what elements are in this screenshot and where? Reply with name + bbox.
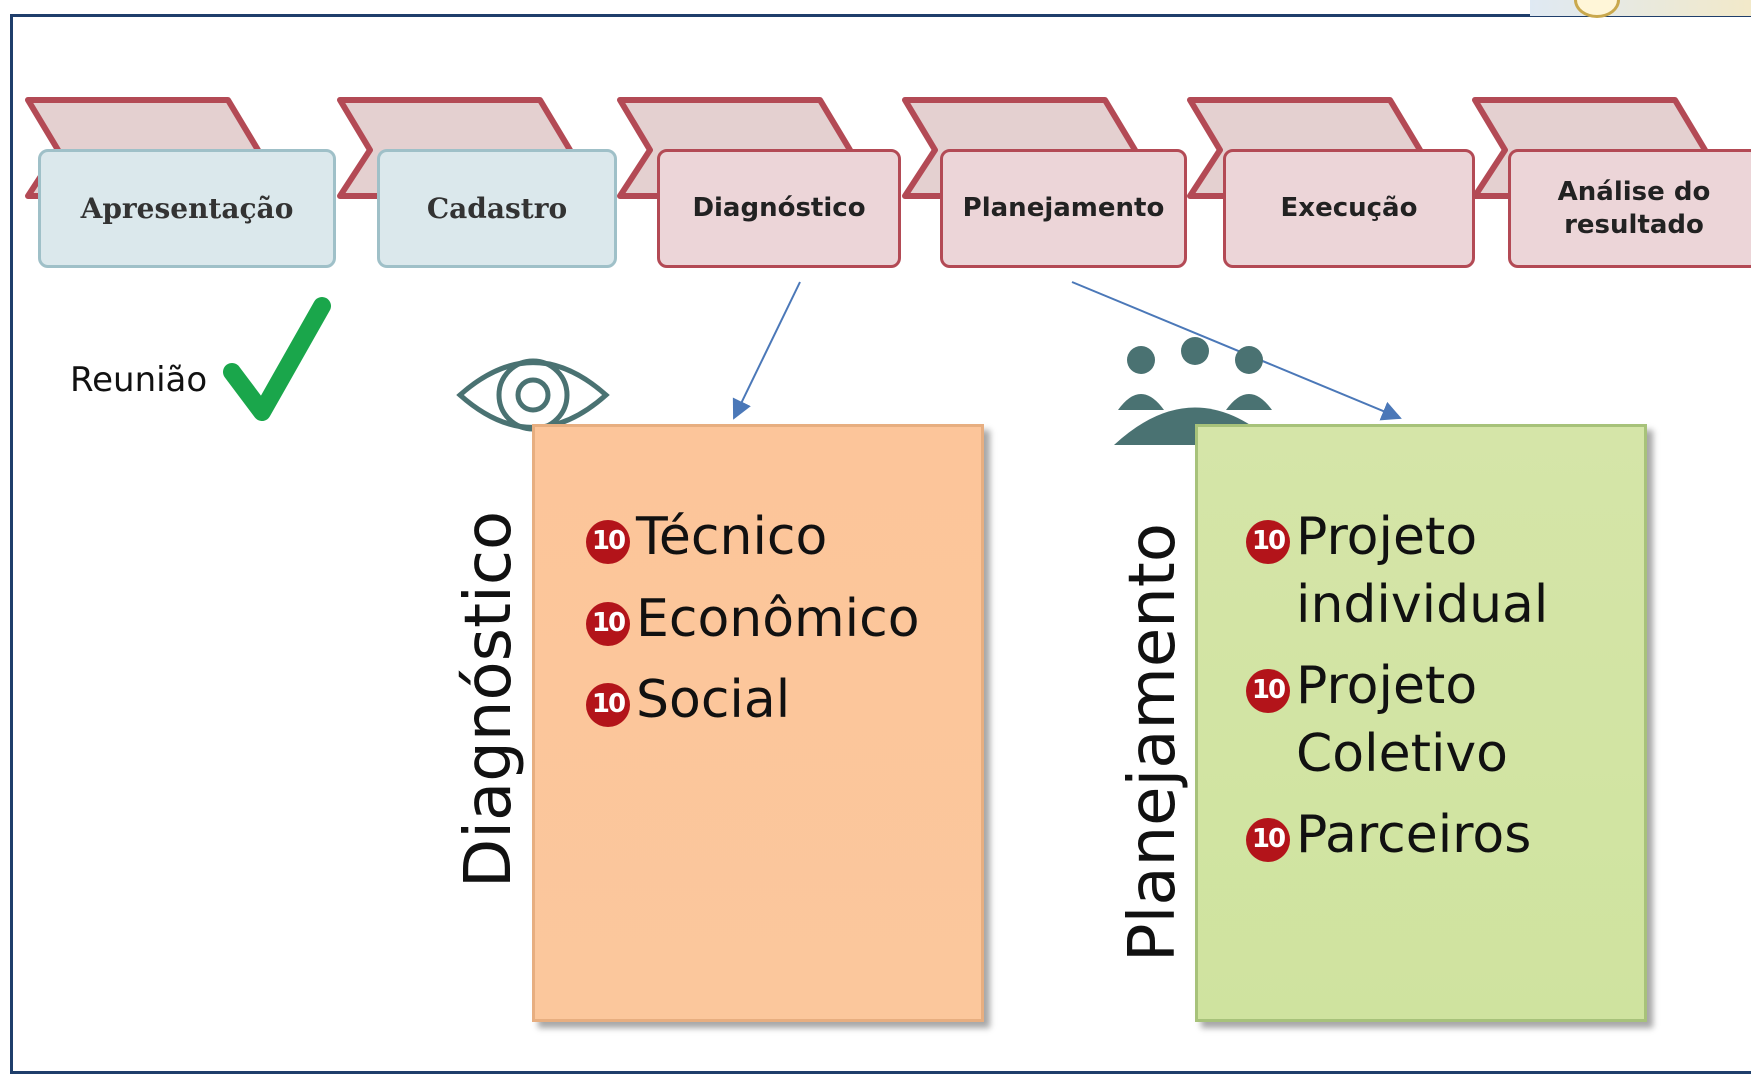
check-icon bbox=[223, 297, 331, 421]
planejamento-vertical-title: Planejamento bbox=[1116, 522, 1190, 962]
step-label: Cadastro bbox=[426, 192, 568, 225]
arrow-to-diagnostico bbox=[732, 281, 801, 420]
list-item: 10 Projeto Coletivo bbox=[1246, 653, 1606, 788]
step-planejamento[interactable]: Planejamento bbox=[940, 149, 1187, 268]
step-cadastro[interactable]: Cadastro bbox=[377, 149, 617, 268]
list-item: 10 Social bbox=[586, 667, 976, 735]
number-ten-badge-icon: 10 bbox=[1246, 818, 1290, 863]
number-ten-badge-icon: 10 bbox=[586, 601, 630, 646]
step-label: Diagnóstico bbox=[692, 193, 866, 224]
reuniao-label: Reunião bbox=[70, 360, 208, 400]
step-label: Análise do resultado bbox=[1557, 177, 1711, 240]
list-item: 10 Parceiros bbox=[1246, 802, 1606, 870]
eye-icon bbox=[456, 358, 610, 432]
step-label: Execução bbox=[1280, 193, 1418, 224]
planejamento-box bbox=[1195, 424, 1647, 1022]
step-execucao[interactable]: Execução bbox=[1223, 149, 1475, 268]
list-item: 10 Econômico bbox=[586, 586, 976, 654]
number-ten-badge-icon: 10 bbox=[586, 520, 630, 564]
diagnostico-list: 10 Técnico 10 Econômico 10 Social bbox=[586, 504, 976, 749]
step-diagnostico[interactable]: Diagnóstico bbox=[657, 149, 901, 268]
arrow-to-planejamento bbox=[1071, 281, 1402, 421]
list-item: 10 Projeto individual bbox=[1246, 504, 1606, 639]
diagnostico-vertical-title: Diagnóstico bbox=[452, 510, 526, 888]
planejamento-list: 10 Projeto individual 10 Projeto Coletiv… bbox=[1246, 504, 1606, 884]
list-item: 10 Técnico bbox=[586, 504, 976, 572]
number-ten-badge-icon: 10 bbox=[1246, 669, 1290, 714]
step-analise-do-resultado[interactable]: Análise do resultado bbox=[1508, 149, 1751, 268]
number-ten-badge-icon: 10 bbox=[586, 683, 630, 728]
corner-decoration bbox=[1530, 0, 1751, 18]
step-label: Apresentação bbox=[80, 192, 294, 225]
number-ten-badge-icon: 10 bbox=[1246, 520, 1290, 564]
step-label: Planejamento bbox=[962, 193, 1165, 224]
step-apresentacao[interactable]: Apresentação bbox=[38, 149, 336, 268]
